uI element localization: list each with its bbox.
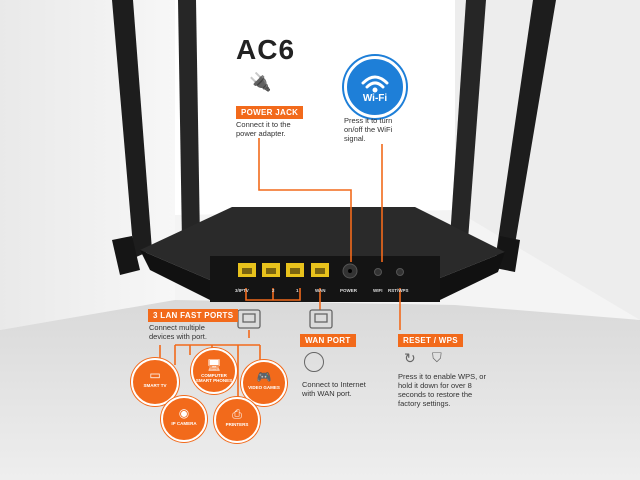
tv-icon: ▭ [149,368,161,382]
port-label-wifi: WIFI [373,288,383,293]
reset-icon: ↻ [404,350,416,366]
computer-icon: 🖥 [206,358,222,372]
camera-icon: ◉ [178,406,190,420]
device-smart-tv: ▭ SMART TV [131,358,179,406]
shield-icon: ⛉ [432,350,442,365]
globe-icon [304,352,324,372]
wan-port-label: WAN PORT [300,334,356,347]
reset-wps-description: Press it to enable WPS, or hold it down … [398,372,486,408]
port-label-2: 2 [272,288,275,293]
power-jack-description: Connect it to the power adapter. [236,120,291,138]
port-label-3: 3/IPTV [235,288,249,293]
power-jack-label: POWER JACK [236,106,304,119]
wan-port-description: Connect to Internet with WAN port. [302,380,366,398]
device-printers: ⎙ PRINTERS [214,397,260,443]
device-computer: 🖥 COMPUTER SMART PHONES [191,348,237,394]
port-label-1: 1 [296,288,299,293]
product-title: AC6 [236,34,296,65]
port-label-wan: WAN [315,288,326,293]
device-video-games: 🎮 VIDEO GAMES [241,360,287,406]
port-label-power: POWER [340,288,358,293]
lan-ports-description: Connect multiple devices with port. [149,323,207,341]
wifi-badge-text: Wi-Fi [362,93,388,104]
printer-icon: ⎙ [232,407,242,421]
wifi-description: Press it to turn on/off the WiFi signal. [344,116,393,143]
lan-ports-label: 3 LAN FAST PORTS [148,309,239,322]
device-ip-camera: ◉ IP CAMERA [161,396,207,442]
port-label-rstwps: RST/WPS [388,288,409,293]
wifi-badge: Wi-Fi [344,56,406,118]
plug-icon: 🔌 [249,72,272,92]
gamepad-icon: 🎮 [256,370,272,384]
reset-wps-label: RESET / WPS [398,334,463,347]
wifi-icon [361,75,389,93]
